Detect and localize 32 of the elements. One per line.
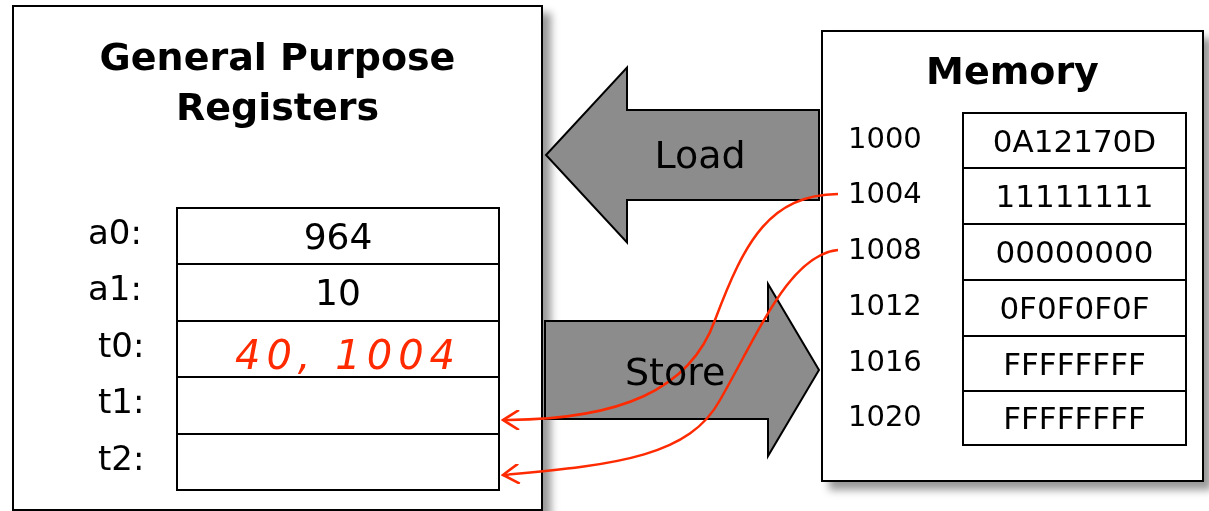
- register-name: a0:: [88, 212, 142, 252]
- register-cell: 10: [176, 263, 500, 322]
- memory-cell: 0A12170D: [962, 112, 1187, 169]
- memory-cell: FFFFFFFF: [962, 335, 1187, 392]
- memory-address: 1000: [848, 121, 922, 155]
- register-cell: [176, 376, 500, 435]
- memory-panel: [821, 30, 1204, 482]
- register-name: t2:: [98, 438, 145, 478]
- handwritten-note: 40, 1004: [234, 332, 462, 378]
- edge-label: Load: [654, 133, 746, 177]
- panel-title: Memory: [925, 48, 1100, 95]
- memory-cell: 0F0F0F0F: [962, 279, 1187, 337]
- memory-cell: FFFFFFFF: [962, 390, 1187, 446]
- store-arrow: [544, 280, 821, 460]
- register-name: a1:: [88, 268, 142, 308]
- register-name: t0:: [98, 325, 145, 365]
- memory-address: 1016: [848, 344, 922, 378]
- memory-address: 1020: [848, 399, 922, 433]
- register-name: t1:: [98, 381, 145, 421]
- memory-address: 1012: [848, 288, 922, 322]
- handwritten-arrow: [501, 192, 839, 431]
- register-cell: 964: [176, 207, 500, 265]
- panel-title: General Purpose Registers: [98, 34, 457, 131]
- register-cell: [176, 320, 500, 378]
- load-arrow: [544, 64, 820, 246]
- memory-address: 1004: [848, 176, 922, 210]
- memory-cell: 00000000: [962, 223, 1187, 281]
- memory-address: 1008: [848, 232, 922, 266]
- register-cell: [176, 433, 500, 491]
- memory-cell: 11111111: [962, 167, 1187, 225]
- handwritten-arrow: [501, 248, 839, 485]
- register-panel: [12, 5, 543, 511]
